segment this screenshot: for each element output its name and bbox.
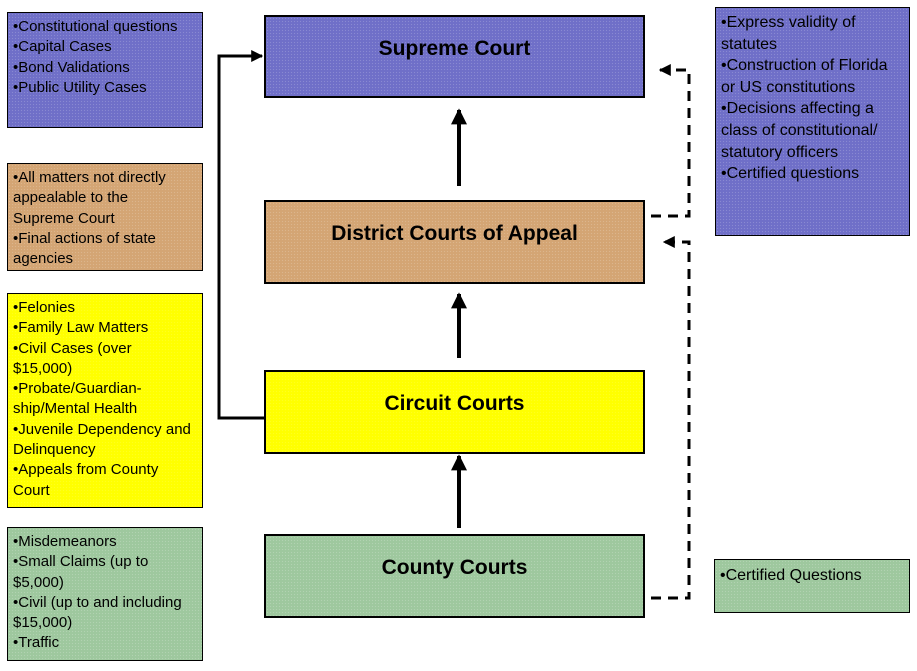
supreme-jurisdiction-note: •Constitutional questions •Capital Cases… <box>7 12 203 128</box>
county-courts-title: County Courts <box>381 556 528 579</box>
county-jurisdiction-note: •Misdemeanors •Small Claims (up to $5,00… <box>7 527 203 661</box>
circuit-courts-title: Circuit Courts <box>384 392 525 415</box>
supreme-court-box: Supreme Court <box>264 15 645 98</box>
note-line: •Traffic <box>13 634 60 652</box>
note-line: •Capital Cases <box>13 38 112 56</box>
note-line: •Felonies <box>13 299 75 316</box>
supreme-discretionary-note: •Express validity of statutes •Construct… <box>715 7 910 236</box>
note-line: •Constitutional questions <box>13 18 178 35</box>
note-line: •Express validity of statutes <box>721 14 856 53</box>
note-line: •Construction of Florida or US constitut… <box>721 57 888 96</box>
note-line: •Certified Questions <box>720 567 862 584</box>
note-line: •Juvenile Dependency and Delinquency <box>13 420 191 459</box>
county-courts-box: County Courts <box>264 534 645 618</box>
note-line: •Family Law Matters <box>13 319 149 337</box>
arrow-circuit-to-supreme <box>217 50 266 420</box>
note-line: •Civil (up to and including $15,000) <box>13 593 182 632</box>
district-jurisdiction-note: •All matters not directly appealable to … <box>7 163 203 271</box>
arrow-district-to-supreme-discretionary <box>651 64 691 218</box>
note-line: •Public Utility Cases <box>13 78 147 96</box>
circuit-jurisdiction-note: •Felonies •Family Law Matters •Civil Cas… <box>7 293 203 508</box>
note-line: •Certified questions <box>721 165 860 183</box>
note-line: •Civil Cases (over $15,000) <box>13 339 132 377</box>
circuit-courts-box: Circuit Courts <box>264 370 645 454</box>
note-line: •All matters not directly appealable to … <box>13 169 166 227</box>
note-line: •Misdemeanors <box>13 533 117 550</box>
district-courts-title: District Courts of Appeal <box>331 222 578 245</box>
note-line: •Appeals from County Court <box>13 461 159 499</box>
note-line: •Final actions of state agencies <box>13 229 156 268</box>
note-line: •Small Claims (up to $5,000) <box>13 553 149 591</box>
county-certified-note: •Certified Questions <box>714 559 910 613</box>
arrow-county-to-district-certified <box>651 236 691 600</box>
supreme-court-title: Supreme Court <box>378 37 531 60</box>
district-courts-box: District Courts of Appeal <box>264 200 645 284</box>
note-line: •Decisions affecting a class of constitu… <box>721 100 878 161</box>
note-line: •Probate/Guardian-ship/Mental Health <box>13 380 142 418</box>
note-line: •Bond Validations <box>13 58 130 76</box>
